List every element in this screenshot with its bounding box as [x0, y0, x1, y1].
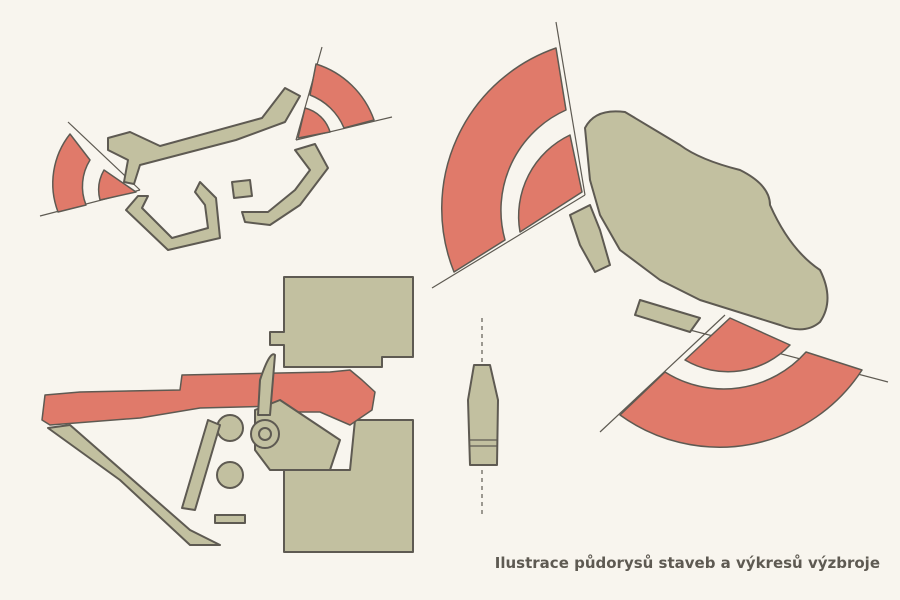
shell-drawing	[467, 318, 499, 515]
weapon-drawing	[41, 276, 414, 553]
fort-plan-top-left	[39, 46, 393, 251]
fort-plan-right	[431, 21, 889, 448]
caption: Ilustrace půdorysů staveb a výkresů výzb…	[494, 554, 880, 572]
